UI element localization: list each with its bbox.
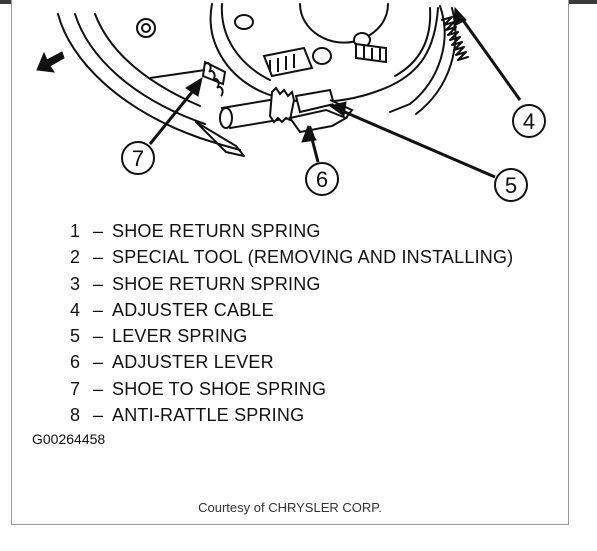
callout-4: 4 <box>512 104 546 138</box>
parts-legend: 1–SHOE RETURN SPRING 2–SPECIAL TOOL (REM… <box>70 218 513 428</box>
svg-text:7: 7 <box>132 146 144 171</box>
svg-text:6: 6 <box>316 167 328 192</box>
legend-label: SHOE RETURN SPRING <box>112 273 321 294</box>
legend-separator: – <box>92 273 104 294</box>
legend-item: 7–SHOE TO SHOE SPRING <box>70 376 513 402</box>
legend-label: ADJUSTER CABLE <box>112 299 274 320</box>
brake-shoe-inner <box>74 13 206 125</box>
legend-separator: – <box>92 299 104 320</box>
brake-assembly-illustration: 7 6 5 4 <box>36 3 546 202</box>
legend-item: 6–ADJUSTER LEVER <box>70 349 513 375</box>
legend-separator: – <box>92 326 104 347</box>
legend-separator: – <box>92 405 104 426</box>
adjuster-cable-coil <box>441 16 469 61</box>
callout-7: 7 <box>121 141 155 175</box>
shoe-to-shoe-spring <box>149 60 227 97</box>
legend-number: 3 <box>70 273 81 294</box>
wheel-studs <box>136 14 387 78</box>
legend-item: 3–SHOE RETURN SPRING <box>70 271 513 297</box>
legend-label: ANTI-RATTLE SPRING <box>112 405 305 426</box>
svg-text:5: 5 <box>505 173 517 198</box>
figure-id: G00264458 <box>32 431 106 447</box>
legend-separator: – <box>92 221 104 241</box>
legend-number: 2 <box>70 247 81 268</box>
legend-item: 4–ADJUSTER CABLE <box>70 297 513 323</box>
legend-separator: – <box>92 352 104 373</box>
figure-frame <box>11 0 569 525</box>
legend-item: 5–LEVER SPRING <box>70 323 513 349</box>
callout-6: 6 <box>305 162 339 196</box>
legend-label: SHOE RETURN SPRING <box>112 221 321 241</box>
legend-number: 6 <box>70 352 81 373</box>
legend-number: 5 <box>70 326 81 347</box>
direction-arrow <box>36 51 65 73</box>
legend-number: 7 <box>70 378 81 399</box>
legend-label: ADJUSTER LEVER <box>112 352 274 373</box>
legend-label: SPECIAL TOOL (REMOVING AND INSTALLING) <box>112 247 514 268</box>
brake-shoe-outline <box>57 13 241 151</box>
leader-arrowheads <box>185 6 467 143</box>
leader-lines <box>148 15 522 179</box>
adjuster-screw <box>219 86 336 130</box>
legend-number: 4 <box>70 299 81 320</box>
legend-number: 8 <box>70 405 81 426</box>
brake-lining <box>94 13 201 107</box>
svg-text:4: 4 <box>523 109 535 134</box>
legend-number: 1 <box>70 221 81 241</box>
legend-separator: – <box>92 247 104 268</box>
legend-label: SHOE TO SHOE SPRING <box>112 378 327 399</box>
legend-item: 1–SHOE RETURN SPRING <box>70 218 513 244</box>
legend-label: LEVER SPRING <box>112 326 248 347</box>
legend-item: 2–SPECIAL TOOL (REMOVING AND INSTALLING) <box>70 244 513 270</box>
courtesy-credit: Courtesy of CHRYSLER CORP. <box>198 500 382 515</box>
callout-5: 5 <box>494 168 528 202</box>
legend-item: 8–ANTI-RATTLE SPRING <box>70 402 513 428</box>
legend-separator: – <box>92 378 104 399</box>
